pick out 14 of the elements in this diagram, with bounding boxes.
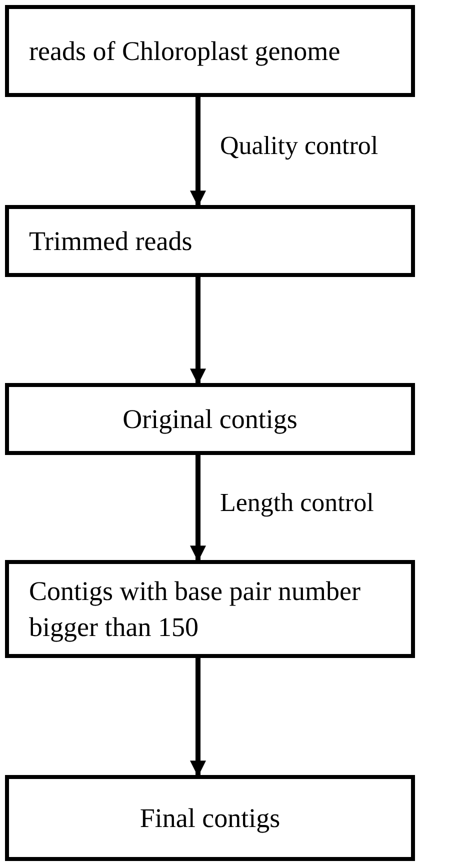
process-box xyxy=(5,205,415,277)
box-text: Contigs with base pair number bigger than 150 xyxy=(29,574,362,644)
box-text: Trimmed reads xyxy=(29,224,192,258)
arrow xyxy=(190,277,206,385)
box-text: reads of Chloroplast genome xyxy=(29,34,340,68)
process-box xyxy=(5,5,415,97)
process-box xyxy=(5,775,415,861)
process-box xyxy=(5,560,415,658)
box-text: Final contigs xyxy=(140,802,280,835)
process-box xyxy=(5,383,415,455)
arrow xyxy=(190,455,206,562)
arrow xyxy=(190,97,206,207)
arrow xyxy=(190,658,206,777)
box-text: Original contigs xyxy=(122,402,298,436)
